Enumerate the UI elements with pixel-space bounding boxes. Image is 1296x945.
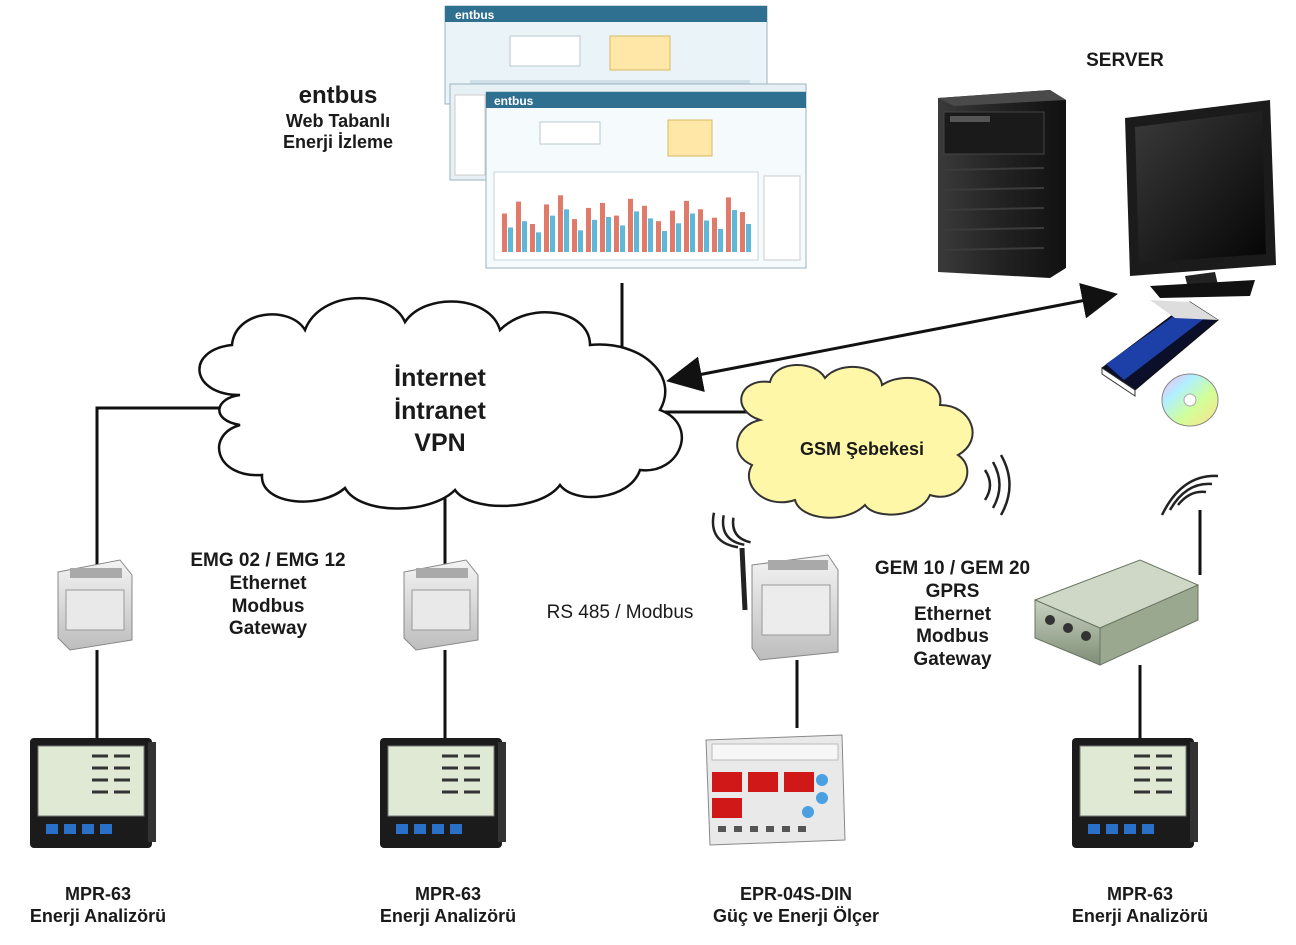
mpr-meter-device <box>30 738 156 848</box>
device-label-4: MPR-63 Enerji Analizörü <box>1042 884 1238 927</box>
emg-line2: Ethernet <box>229 572 307 594</box>
device-name: MPR-63 <box>414 884 481 904</box>
line-left-gateway <box>95 406 230 570</box>
web-chart-bar <box>698 209 703 252</box>
web-chart-bar <box>634 211 639 252</box>
cloud-internet-label: İnternet İntranet VPN <box>360 362 520 460</box>
web-chart-bar <box>544 204 549 252</box>
web-chart-bar <box>676 223 681 252</box>
gem-line2: GPRS <box>925 580 980 602</box>
web-chart-bar <box>600 203 605 252</box>
signal-gem-left <box>711 512 751 549</box>
mpr-meter-device <box>380 738 506 848</box>
web-chart-bar <box>648 218 653 252</box>
web-chart-bar <box>684 200 689 252</box>
epr-displays <box>712 772 814 818</box>
web-chart-bar <box>628 198 633 252</box>
screen-logo-front: entbus <box>494 94 534 108</box>
webapp-label: entbus Web Tabanlı Enerji İzleme <box>258 82 418 154</box>
server-label: SERVER <box>1086 50 1164 71</box>
web-chart-bar <box>536 232 541 252</box>
web-chart-bar <box>740 212 745 252</box>
webapp-line1: Web Tabanlı <box>285 110 391 131</box>
screen-logo: entbus <box>455 8 495 22</box>
device-desc: Enerji Analizörü <box>29 905 167 926</box>
web-screen-front: entbus <box>485 91 807 269</box>
web-chart-bar <box>502 213 507 252</box>
webapp-title: entbus <box>298 82 378 109</box>
cloud-gsm <box>736 364 974 519</box>
web-chart-bar <box>670 210 675 252</box>
gem-gateway-label: GEM 10 / GEM 20 GPRS Ethernet Modbus Gat… <box>845 558 1060 672</box>
emg-line3: Modbus <box>231 595 305 617</box>
web-chart-bar <box>642 205 647 252</box>
gateway-gem-box <box>1033 559 1200 666</box>
gem-line3: Ethernet <box>913 603 992 625</box>
cloud-line-intranet: İntranet <box>394 396 486 425</box>
server-monitor <box>1125 100 1276 298</box>
web-chart-bar <box>712 217 717 252</box>
cloud-line-vpn: VPN <box>414 429 466 457</box>
cloud-gsm-label: GSM Şebekesi <box>799 439 925 459</box>
web-chart-bar <box>732 210 737 252</box>
webapp-line2: Enerji İzleme <box>282 132 394 153</box>
web-chart-bar <box>508 227 513 252</box>
device-name: MPR-63 <box>64 884 131 904</box>
web-chart-bar <box>572 219 577 252</box>
connection-lines <box>95 283 1202 738</box>
web-chart-bar <box>718 228 723 252</box>
web-chart-bar <box>726 197 731 252</box>
web-chart-bar <box>662 231 667 252</box>
arrow-server-cloud <box>666 283 1118 392</box>
web-chart-bar <box>704 220 709 252</box>
device-label-3: EPR-04S-DIN Güç ve Enerji Ölçer <box>676 884 916 927</box>
device-desc: Enerji Analizörü <box>379 905 517 926</box>
web-chart-bar <box>620 225 625 252</box>
web-chart-bar <box>550 215 555 252</box>
web-chart-bar <box>656 221 661 252</box>
gateway-din-left <box>57 559 133 651</box>
signal-gsm-right <box>983 454 1011 516</box>
signal-right-device <box>1160 474 1219 516</box>
gateway-din-middle <box>403 559 479 651</box>
emg-gateway-label: EMG 02 / EMG 12 Ethernet Modbus Gateway <box>168 550 368 641</box>
web-chart-bar <box>586 207 591 252</box>
web-chart-bar <box>516 201 521 252</box>
web-chart-bar <box>614 215 619 252</box>
emg-line4: Gateway <box>228 618 308 640</box>
device-label-1: MPR-63 Enerji Analizörü <box>0 884 196 927</box>
gem-line4: Modbus <box>916 626 989 648</box>
cloud-internet <box>198 296 683 510</box>
device-desc: Enerji Analizörü <box>1071 905 1209 926</box>
gem-line1: GEM 10 / GEM 20 <box>874 558 1031 579</box>
web-chart-bar <box>606 217 611 252</box>
signal-waves <box>711 454 1219 549</box>
epr-meter-device <box>705 734 846 846</box>
cloud-line-internet: İnternet <box>394 364 486 392</box>
emg-line1: EMG 02 / EMG 12 <box>190 550 346 571</box>
device-name: EPR-04S-DIN <box>739 884 853 904</box>
mpr-meter-device <box>1072 738 1198 848</box>
device-name: MPR-63 <box>1106 884 1173 904</box>
web-chart-bar <box>578 230 583 252</box>
rs485-label: RS 485 / Modbus <box>546 602 694 623</box>
web-chart-bar <box>746 224 751 252</box>
meters <box>30 738 1198 848</box>
web-chart-bar <box>558 195 563 252</box>
software-package <box>1101 300 1219 427</box>
web-chart <box>502 195 751 252</box>
web-chart-bar <box>564 209 569 252</box>
web-chart-bar <box>522 221 527 252</box>
gem-line5: Gateway <box>913 649 992 671</box>
web-chart-bar <box>592 219 597 252</box>
web-chart-bar <box>530 224 535 252</box>
web-chart-bar <box>690 213 695 252</box>
device-desc: Güç ve Enerji Ölçer <box>712 905 880 926</box>
device-label-2: MPR-63 Enerji Analizörü <box>350 884 546 927</box>
gateway-din-gsm <box>739 547 839 661</box>
server-tower <box>938 90 1066 278</box>
web-app-screens: entbus entbus <box>444 5 807 269</box>
